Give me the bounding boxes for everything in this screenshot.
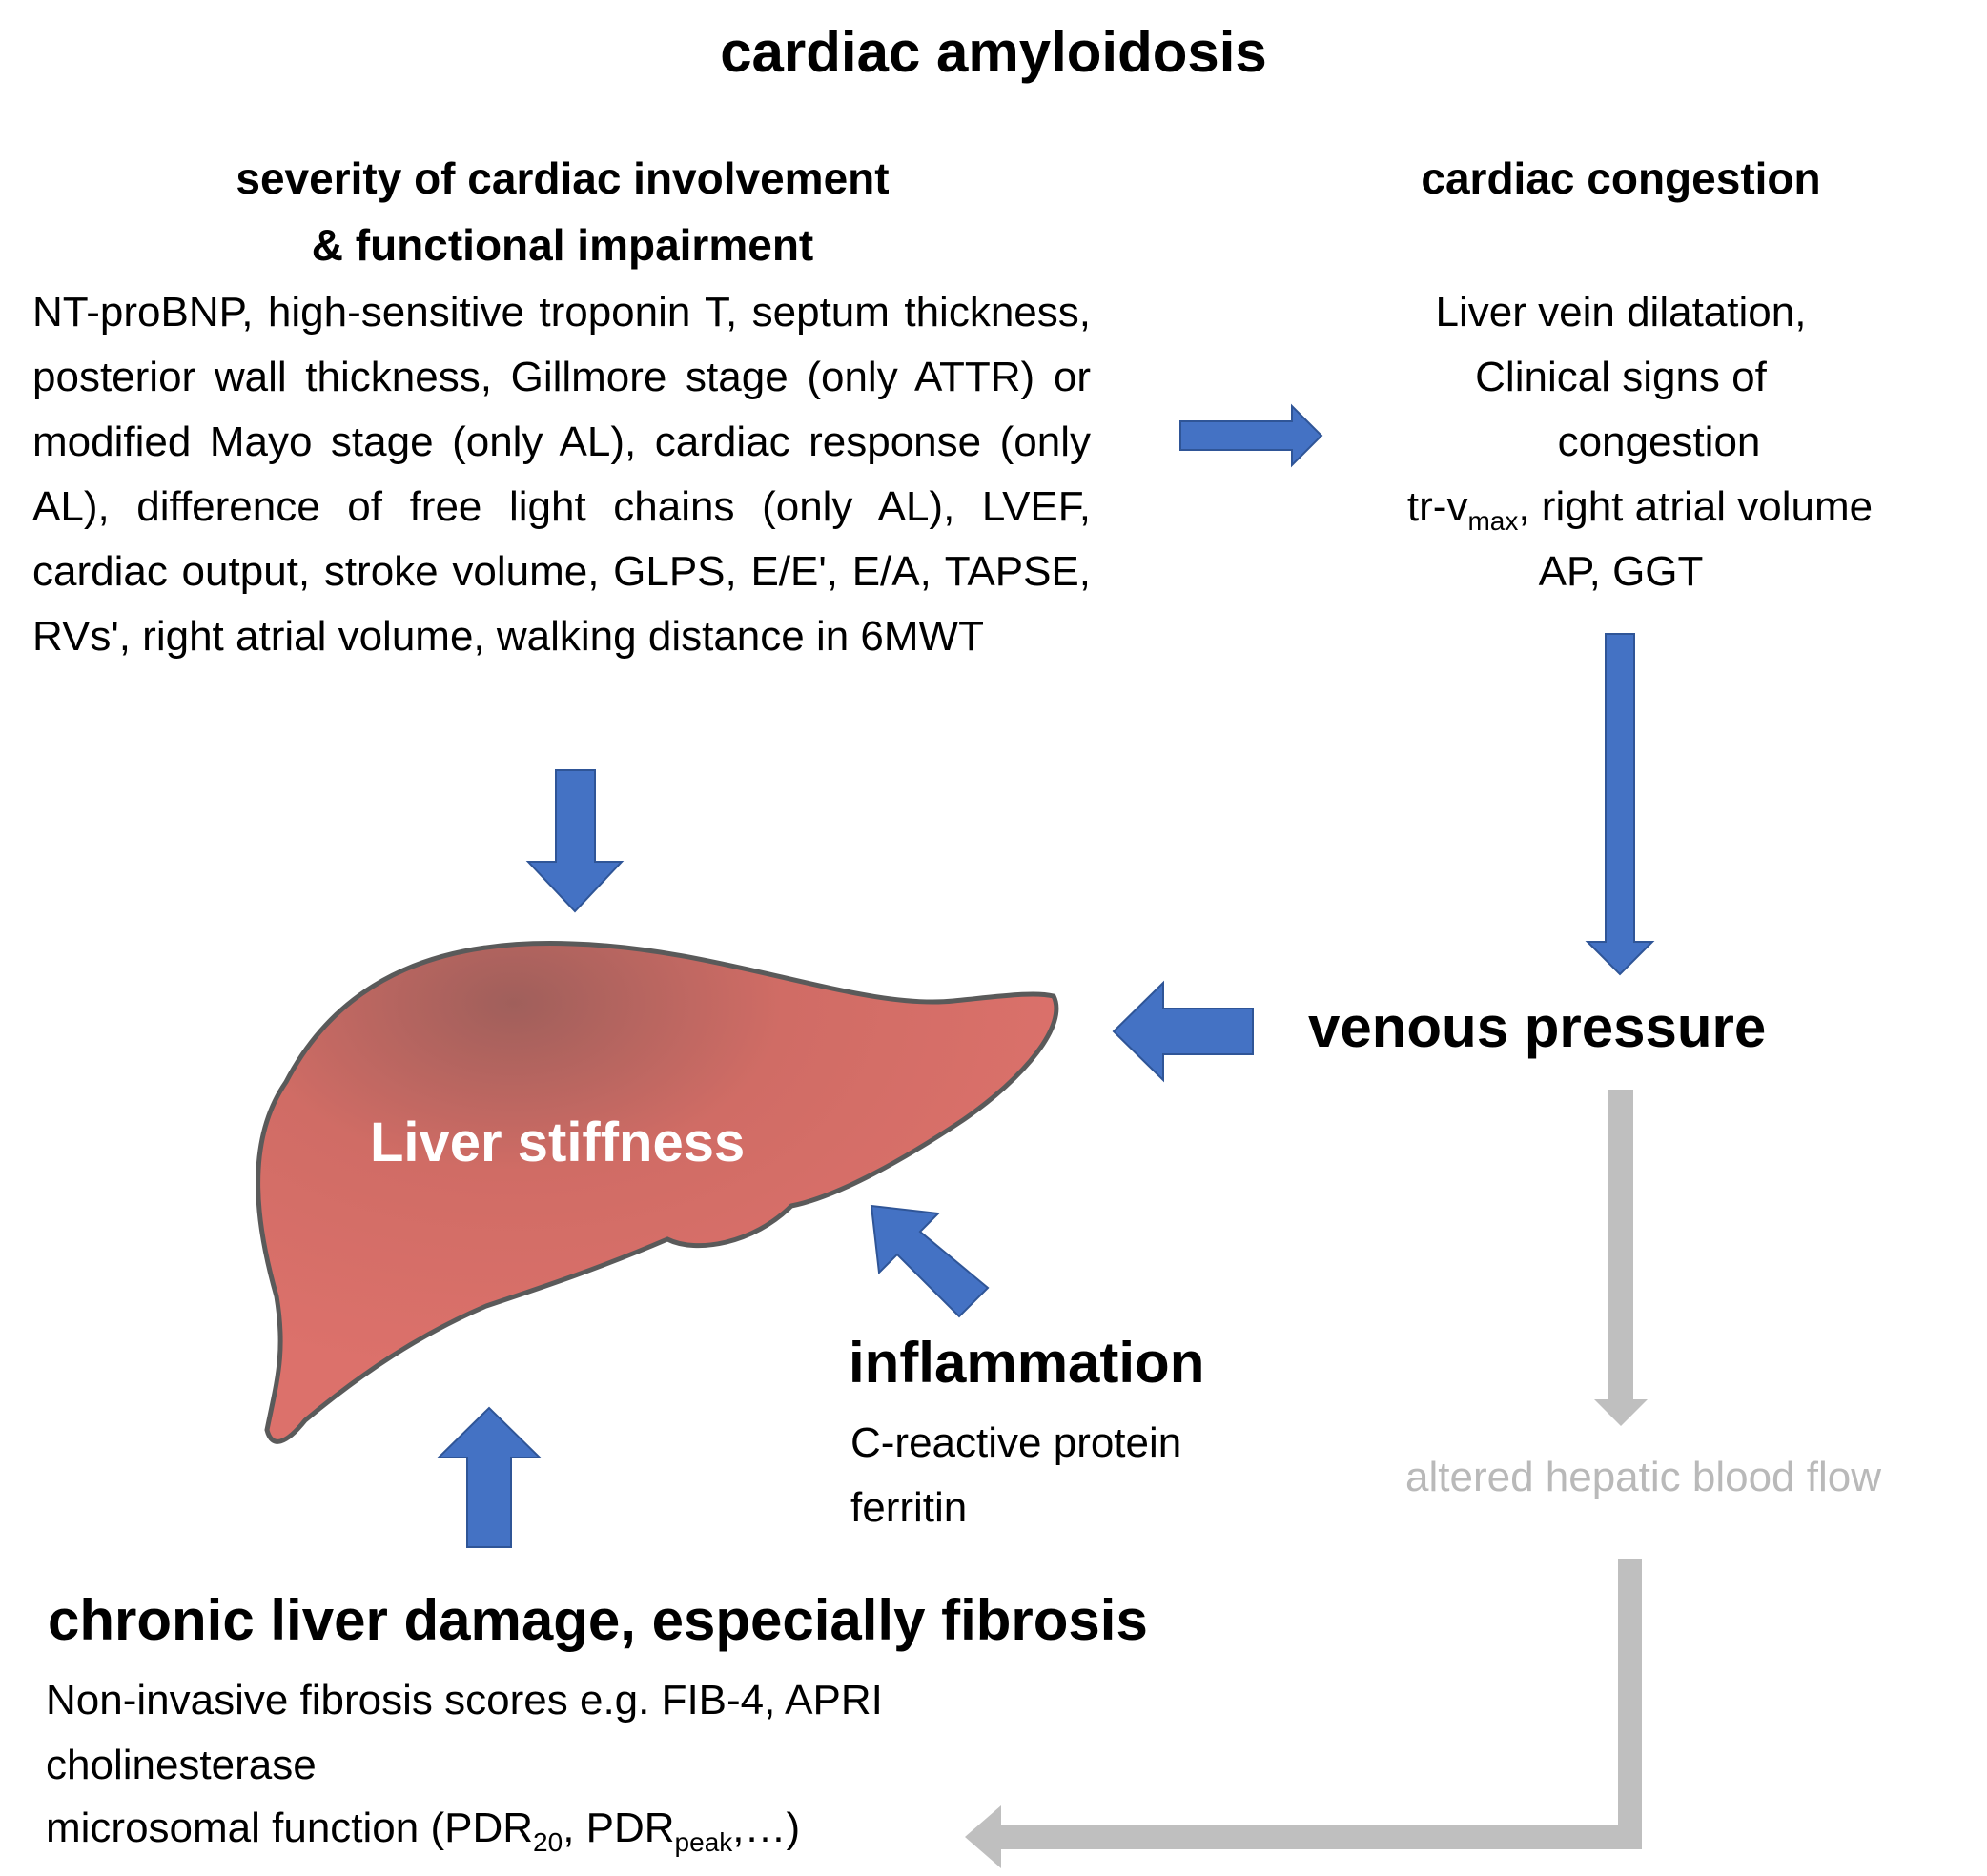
arrow-down-to-liver (525, 769, 625, 913)
arrow-gray-elbow-to-chronic-damage (965, 1559, 1642, 1868)
chronic-line-2: cholinesterase (46, 1742, 317, 1788)
arrow-down-to-venous-pressure (1585, 633, 1655, 976)
chronic-line-1: Non-invasive fibrosis scores e.g. FIB-4,… (46, 1677, 883, 1723)
severity-parameters: NT-proBNP, high-sensitive troponin T, se… (32, 289, 1091, 660)
altered-flow-label: altered hepatic blood flow (1405, 1454, 1881, 1500)
congestion-line-4: tr-vmax, right atrial volume (1316, 475, 1964, 554)
arrow-left-to-liver (1112, 980, 1254, 1083)
chronic-damage-heading: chronic liver damage, especially fibrosi… (48, 1588, 1148, 1652)
congestion-line-5: AP, GGT (1538, 548, 1704, 595)
pdr-subscript-peak: peak (674, 1826, 733, 1857)
congestion-heading: cardiac congestion (1421, 153, 1821, 203)
pdr-subscript-20: 20 (533, 1826, 563, 1857)
chronic-line-3: microsomal function (PDR20, PDRpeak,…) (46, 1796, 800, 1875)
arrow-right-to-congestion (1179, 403, 1323, 468)
congestion-line-1: Liver vein dilatation, (1435, 289, 1807, 336)
arrow-up-from-chronic-damage (436, 1406, 543, 1548)
diagram-title: cardiac amyloidosis (720, 20, 1267, 84)
inflammation-line-2: ferritin (850, 1484, 968, 1531)
venous-pressure-label: venous pressure (1308, 995, 1767, 1059)
trv-suffix: , right atrial volume (1518, 483, 1874, 530)
trv-prefix: tr-v (1406, 483, 1468, 530)
trv-subscript: max (1467, 505, 1519, 536)
severity-heading-line1: severity of cardiac involvement (236, 153, 890, 203)
pdr-suffix: ,…) (732, 1805, 801, 1851)
arrow-gray-down-to-altered-flow (1594, 1090, 1648, 1426)
congestion-line-2: Clinical signs of (1475, 354, 1767, 400)
congestion-line-3: congestion (1557, 418, 1761, 465)
pdr-mid: , PDR (563, 1805, 675, 1851)
inflammation-line-1: C-reactive protein (850, 1419, 1182, 1466)
arrow-inflammation-to-liver (870, 1204, 990, 1318)
inflammation-heading: inflammation (849, 1331, 1205, 1395)
severity-heading-line2: & functional impairment (311, 220, 814, 270)
liver-shape (256, 941, 1059, 1444)
liver-stiffness-label: Liver stiffness (370, 1111, 746, 1173)
pdr-prefix: microsomal function (PDR (46, 1805, 534, 1851)
